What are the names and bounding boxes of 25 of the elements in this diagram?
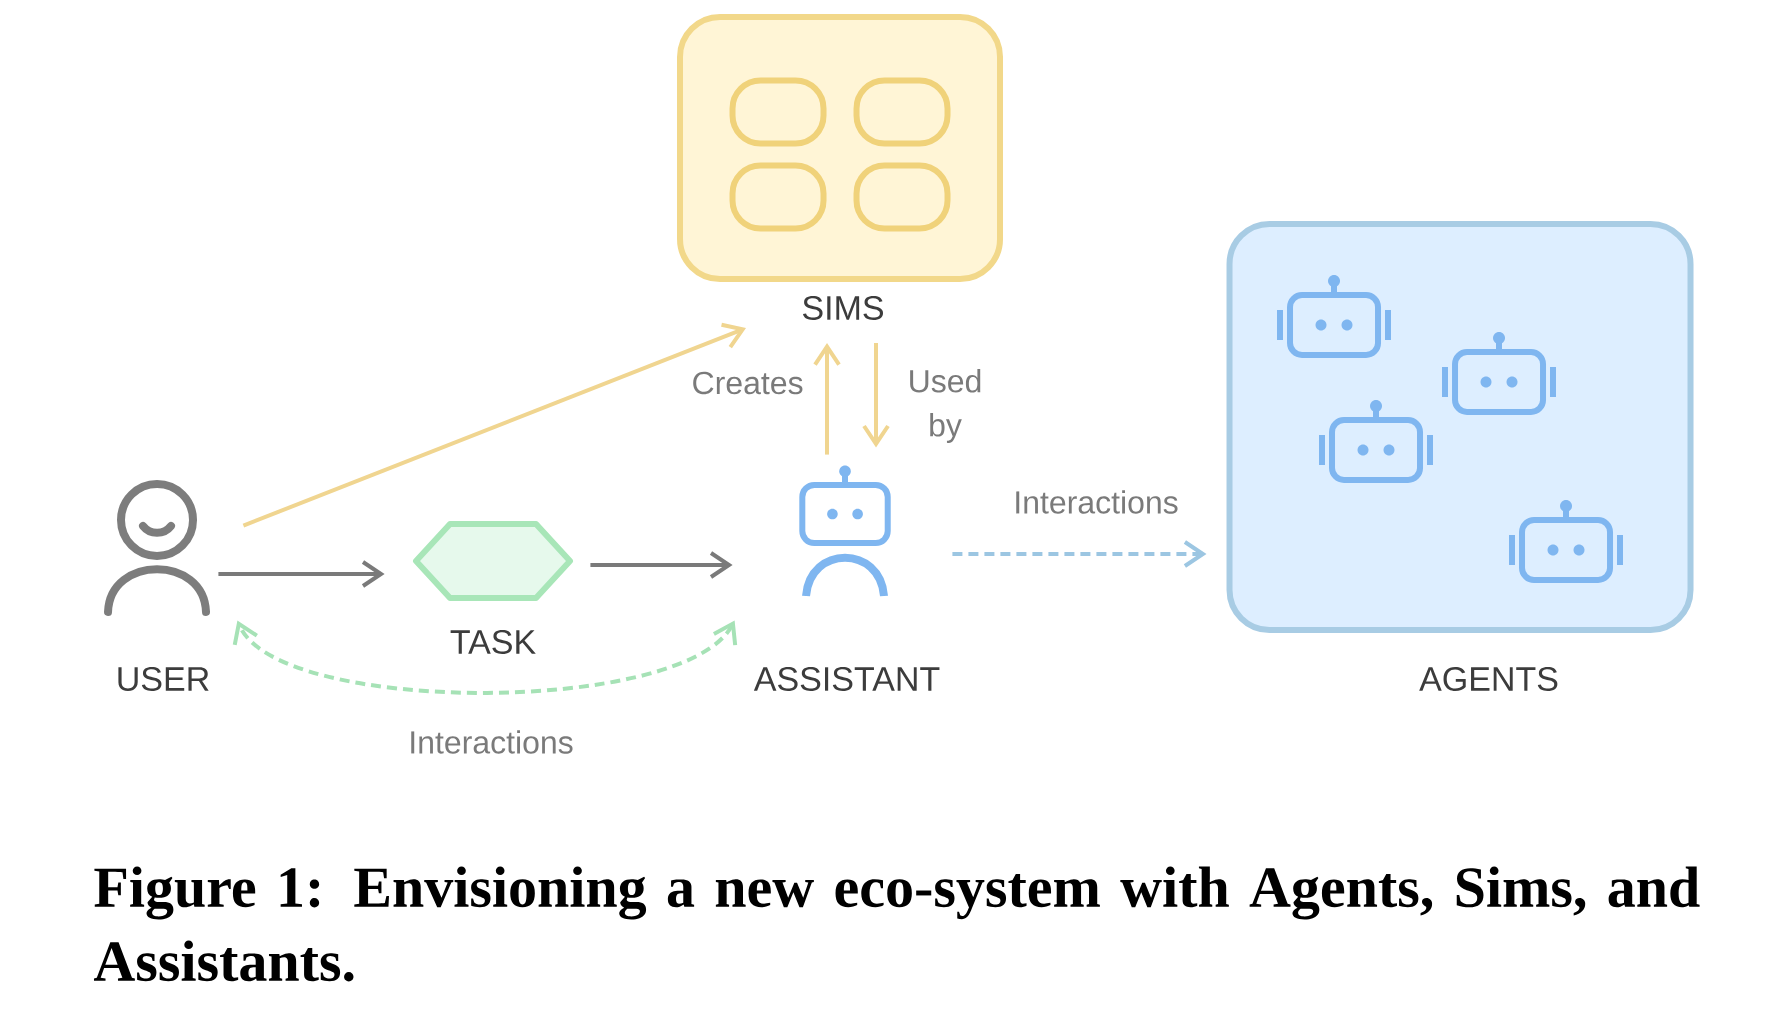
arrow [862,343,890,448]
node-label: ASSISTANT [753,666,940,692]
arrow [232,620,738,695]
robot-icon [1319,400,1433,483]
node-label: USER [118,666,209,692]
robot-icon [1277,275,1391,358]
arrow [218,560,385,588]
robot-icon [1442,332,1556,415]
arrow [590,551,733,579]
panel-label: AGENTS [1419,666,1558,692]
arrow [242,322,746,528]
panel-label: SIMS [803,295,883,321]
node-label: TASK [450,629,536,655]
rounded-box [729,77,827,147]
rounded-box [853,162,951,232]
arrow [813,343,841,455]
arrow [952,540,1207,568]
robot-icon [1509,500,1623,583]
edge-label: Used by [896,365,994,447]
caption: Figure 1: Envisioning a new eco-system with Agents, Sims, and Assistants. [93,866,1700,982]
edge-label: Interactions [1009,486,1183,518]
rounded-box [853,77,951,147]
edge-label: Creates [687,367,808,399]
edge-label: Interactions [404,726,578,758]
rounded-box [729,162,827,232]
